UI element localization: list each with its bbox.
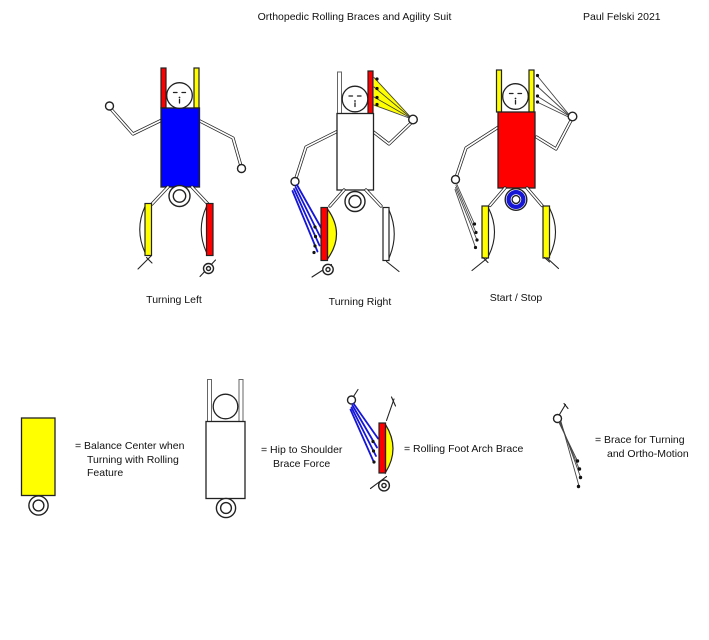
figure-label-turning-left: Turning Left [146, 294, 202, 306]
balance-center-bar-icon [20, 417, 56, 516]
hand-circle [408, 114, 419, 125]
face [172, 91, 187, 104]
arm-left [104, 101, 166, 136]
leg-left [488, 186, 507, 208]
legend-line: and Ortho-Motion [607, 447, 689, 460]
legend-line: = Rolling Foot Arch Brace [404, 443, 524, 455]
leg-arc [487, 207, 496, 257]
figure-turning-left [104, 67, 247, 278]
shoulder-brace-right [367, 70, 374, 115]
legend-line: = Hip to Shoulder [261, 444, 343, 456]
hand-circle [450, 174, 461, 185]
legend-line: = Balance Center when [75, 440, 185, 452]
leg-brace-left [481, 205, 490, 259]
torso [205, 420, 246, 500]
foot-right-roller [199, 259, 217, 278]
hand-circle [236, 163, 247, 174]
figure-turning-right [290, 70, 419, 278]
head [502, 83, 529, 110]
leg-left [150, 185, 170, 206]
arm-right [371, 114, 419, 146]
legend-text-rolling-foot-arch: = Rolling Foot Arch Brace [404, 443, 523, 457]
arm-left [290, 129, 340, 187]
legend-text-turning-ortho: = Brace for Turning and Ortho-Motion [595, 434, 689, 461]
leg-brace-right [205, 202, 214, 257]
shoulder-fan-strap [373, 77, 412, 119]
leg-arc [388, 209, 395, 259]
leg-arc [548, 207, 557, 257]
arm-right [194, 117, 247, 174]
torso [497, 111, 536, 189]
arm-left [450, 125, 501, 185]
hand-turning-brace [454, 183, 479, 250]
head [212, 393, 239, 420]
torso [336, 112, 375, 191]
leg-right [364, 188, 383, 208]
face [348, 95, 362, 108]
shoulder-brace-left [160, 67, 167, 109]
hand-circle [104, 101, 115, 111]
hip-roller-wheel [168, 184, 191, 208]
leg-right [525, 186, 544, 208]
hand-circle [346, 395, 357, 405]
hip-to-foot-blue-strap [291, 184, 323, 255]
foot-right [385, 260, 400, 273]
face [508, 92, 523, 105]
hand-circle [290, 176, 300, 187]
leg-brace [378, 422, 387, 474]
leg-brace-right [542, 205, 551, 259]
torso-balance-center [160, 107, 201, 188]
legend-text-hip-to-shoulder: = Hip to Shoulder Brace Force [261, 444, 342, 471]
head [166, 82, 193, 109]
leg-left [328, 188, 346, 208]
hand-circle [552, 413, 563, 424]
leg-arc [139, 205, 146, 254]
hand-circle [567, 111, 578, 122]
foot-left-roller [311, 263, 334, 278]
turning-ortho-brace-icon [552, 402, 583, 489]
legend-line: Turning with Rolling [87, 453, 179, 466]
leg-arc [200, 205, 208, 254]
shoulder-fan-brace [535, 73, 570, 118]
shoulder-brace-left [337, 71, 342, 114]
figure-start-stop [450, 69, 578, 272]
foot-arch [384, 422, 394, 475]
leg-right [190, 185, 210, 206]
author-credit: Paul Felski 2021 [583, 11, 661, 23]
shoulder-brace-right [528, 69, 535, 113]
page-title: Orthopedic Rolling Braces and Agility Su… [257, 11, 452, 23]
figure-label-turning-right: Turning Right [328, 296, 392, 308]
foot-arch [326, 207, 338, 261]
rolling-foot-arch-brace-icon [346, 388, 397, 492]
figure-label-start-stop: Start / Stop [489, 292, 543, 304]
foot-right [543, 256, 560, 270]
hip-to-shoulder-figure-icon [205, 379, 246, 519]
hip-roller-wheel [344, 190, 366, 213]
shoulder-brace-left [495, 69, 503, 113]
leg-brace-left [144, 202, 153, 257]
legend-line: Brace Force [273, 457, 331, 470]
shoulder-brace-right [193, 67, 200, 109]
legend-line: = Brace for Turning [595, 434, 685, 446]
legend-line: Feature [87, 467, 124, 479]
arm-right [534, 111, 578, 151]
hip-roller-wheel-blue [504, 187, 528, 211]
foot-left [471, 256, 489, 272]
head [341, 85, 369, 113]
foot-left [137, 255, 153, 270]
leg-brace-right [382, 206, 390, 262]
legend-text-balance-center: = Balance Center when Turning with Rolli… [75, 440, 184, 481]
leg-brace-left [320, 206, 329, 262]
